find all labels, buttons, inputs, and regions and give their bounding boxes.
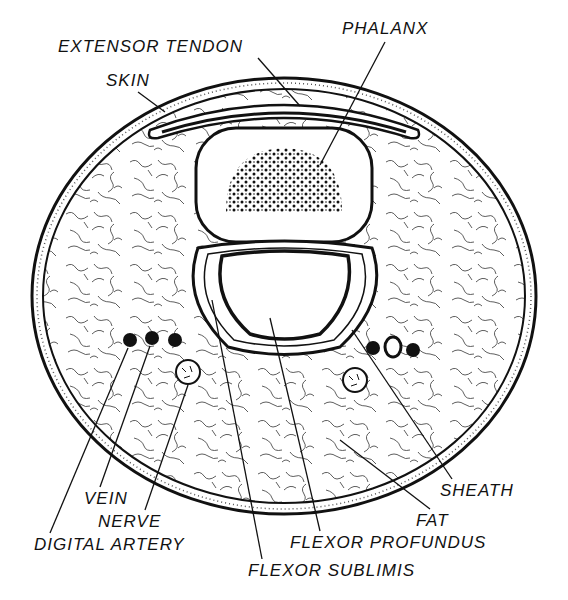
flexor-sublimis — [204, 248, 365, 346]
nerves — [176, 360, 367, 392]
part-label: FLEXOR SUBLIMIS — [248, 562, 415, 580]
leader-line — [145, 385, 188, 510]
part-label: EXTENSOR TENDON — [58, 38, 243, 56]
leader-line — [100, 346, 150, 487]
leader-line — [320, 42, 385, 165]
vein — [145, 331, 159, 345]
fat-layer — [43, 89, 525, 503]
part-label: DIGITAL ARTERY — [34, 536, 185, 554]
skin-outer — [32, 78, 536, 514]
part-label: FAT — [416, 512, 449, 530]
vein — [168, 333, 182, 347]
phalanx-bone — [196, 128, 372, 242]
leader-line — [258, 58, 300, 106]
tendon-sheath — [193, 241, 377, 355]
leader-line — [212, 300, 262, 559]
flexor-profundus — [220, 251, 350, 339]
nerve — [343, 368, 367, 392]
leader-line — [352, 330, 452, 479]
part-label: VEIN — [84, 490, 128, 508]
digital-artery — [385, 337, 401, 357]
part-label: SKIN — [106, 72, 150, 90]
part-label: NERVE — [98, 513, 161, 531]
vein — [406, 343, 420, 357]
part-label: FLEXOR PROFUNDUS — [290, 534, 486, 552]
skin — [32, 78, 536, 514]
leader-line — [340, 440, 430, 509]
leader-line — [270, 318, 320, 531]
vessels — [123, 331, 420, 357]
digital-artery — [123, 333, 137, 347]
leader-lines — [50, 42, 452, 559]
leader-line — [138, 92, 165, 112]
part-label: SHEATH — [440, 482, 514, 500]
leader-line — [50, 348, 128, 533]
nerve — [176, 360, 200, 384]
skin-texture — [37, 83, 531, 509]
part-label: PHALANX — [342, 20, 428, 38]
nerve-texture — [182, 366, 359, 386]
